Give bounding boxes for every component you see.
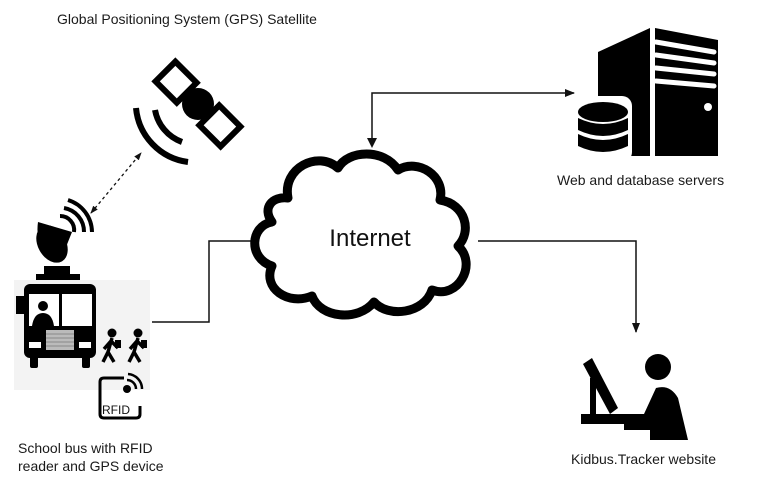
bus-label-line2: reader and GPS device [18,458,164,474]
school-bus-icon [14,280,150,390]
website-label: Kidbus.Tracker website [571,451,716,467]
edge-bus-satellite [90,152,142,214]
satellite-dish-icon [36,198,94,282]
computer-user-icon [581,354,688,440]
rfid-text: RFID [102,403,130,417]
satellite-icon [133,57,245,165]
children-icon [101,328,147,363]
satellite-label: Global Positioning System (GPS) Satellit… [57,11,317,27]
edge-internet-website [478,240,640,333]
edge-internet-servers [371,89,575,146]
bus-label-line1: School bus with RFID [18,440,153,456]
edge-bus-internet [152,237,263,323]
rfid-reader-icon: RFID [98,372,144,420]
server-database-icon [574,28,718,162]
cloud-icon [250,149,471,320]
servers-label: Web and database servers [557,172,725,188]
internet-label: Internet [329,225,411,252]
